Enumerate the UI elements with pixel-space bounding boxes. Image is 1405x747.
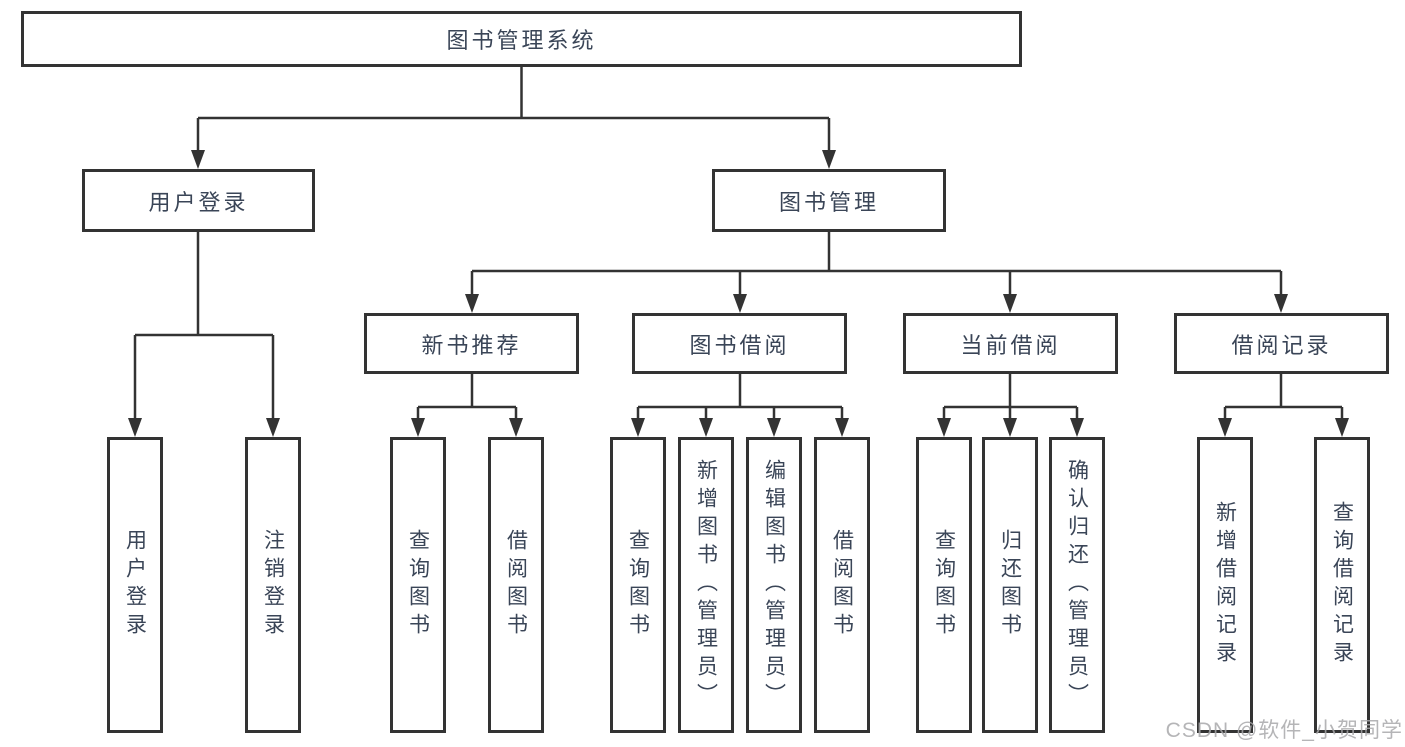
node-current-borrowing-label: 当前借阅 bbox=[960, 332, 1061, 358]
node-borrowing-records-label: 借阅记录 bbox=[1231, 332, 1332, 358]
node-library-management-system-label: 图书管理系统 bbox=[446, 28, 597, 53]
leaf-borrow-query-books: 查询图书 bbox=[610, 437, 666, 733]
node-user-login-branch-label: 用户登录 bbox=[148, 189, 249, 215]
node-book-management-branch-label: 图书管理 bbox=[778, 189, 879, 215]
leaf-borrow-books: 借阅图书 bbox=[814, 437, 870, 733]
node-current-borrowing: 当前借阅 bbox=[903, 313, 1118, 374]
leaf-edit-books-admin-label: 编辑图书（管理员） bbox=[762, 459, 786, 711]
node-book-management-branch: 图书管理 bbox=[712, 169, 946, 232]
node-new-book-recommendation-label: 新书推荐 bbox=[421, 332, 522, 358]
connector-path bbox=[133, 67, 1344, 420]
leaf-add-borrow-record-label: 新增借阅记录 bbox=[1213, 501, 1237, 669]
leaf-user-login: 用户登录 bbox=[107, 437, 163, 733]
node-book-borrowing-label: 图书借阅 bbox=[689, 332, 790, 358]
node-borrowing-records: 借阅记录 bbox=[1174, 313, 1389, 374]
leaf-logout: 注销登录 bbox=[245, 437, 301, 733]
leaf-add-books-admin-label: 新增图书（管理员） bbox=[694, 459, 718, 711]
node-user-login-branch: 用户登录 bbox=[82, 169, 315, 232]
leaf-rec-query-books: 查询图书 bbox=[390, 437, 446, 733]
leaf-borrow-books-label: 借阅图书 bbox=[830, 529, 854, 641]
leaf-confirm-return-admin: 确认归还（管理员） bbox=[1049, 437, 1105, 733]
leaf-borrow-query-books-label: 查询图书 bbox=[626, 529, 650, 641]
node-book-borrowing: 图书借阅 bbox=[632, 313, 847, 374]
leaf-confirm-return-admin-label: 确认归还（管理员） bbox=[1065, 459, 1089, 711]
leaf-return-books-label: 归还图书 bbox=[998, 529, 1022, 641]
leaf-rec-borrow-books-label: 借阅图书 bbox=[504, 529, 528, 641]
leaf-current-query-books-label: 查询图书 bbox=[932, 529, 956, 641]
csdn-watermark: CSDN @软件_小贺同学 bbox=[1165, 719, 1403, 742]
leaf-rec-borrow-books: 借阅图书 bbox=[488, 437, 544, 733]
node-library-management-system: 图书管理系统 bbox=[21, 11, 1022, 67]
leaf-add-books-admin: 新增图书（管理员） bbox=[678, 437, 734, 733]
leaf-rec-query-books-label: 查询图书 bbox=[406, 529, 430, 641]
leaf-current-query-books: 查询图书 bbox=[916, 437, 972, 733]
leaf-query-borrow-record: 查询借阅记录 bbox=[1314, 437, 1370, 733]
leaf-logout-label: 注销登录 bbox=[261, 529, 285, 641]
leaf-return-books: 归还图书 bbox=[982, 437, 1038, 733]
node-new-book-recommendation: 新书推荐 bbox=[364, 313, 579, 374]
leaf-add-borrow-record: 新增借阅记录 bbox=[1197, 437, 1253, 733]
leaf-user-login-label: 用户登录 bbox=[123, 529, 147, 641]
leaf-edit-books-admin: 编辑图书（管理员） bbox=[746, 437, 802, 733]
leaf-query-borrow-record-label: 查询借阅记录 bbox=[1330, 501, 1354, 669]
